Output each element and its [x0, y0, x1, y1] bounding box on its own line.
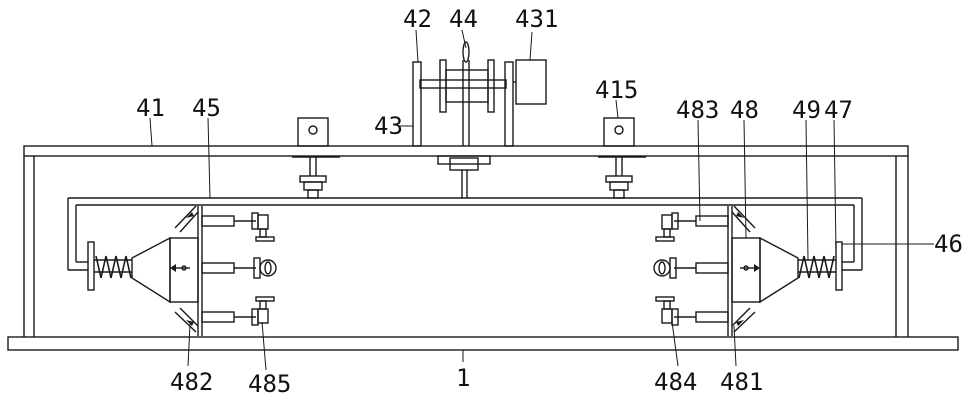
- label-44: 44: [449, 5, 478, 33]
- label-42: 42: [403, 5, 432, 33]
- label-484: 484: [654, 368, 697, 396]
- main-frame: [24, 146, 908, 337]
- reference-labels: 42 44 431 41 45 43 415 483 48 49 47 46 4…: [136, 5, 963, 398]
- inner-frame: [68, 198, 862, 270]
- label-483: 483: [676, 96, 719, 124]
- label-49: 49: [792, 96, 821, 124]
- label-481: 481: [720, 368, 763, 396]
- top-clamp-left: [292, 118, 340, 198]
- label-482: 482: [170, 368, 213, 396]
- label-46: 46: [934, 230, 963, 258]
- label-45: 45: [192, 94, 221, 122]
- cylinders-left: [202, 213, 276, 325]
- label-48: 48: [730, 96, 759, 124]
- label-1: 1: [456, 364, 470, 392]
- label-485: 485: [248, 370, 291, 398]
- label-415: 415: [595, 76, 638, 104]
- spring-assembly-left: [88, 242, 132, 290]
- label-43: 43: [374, 112, 403, 140]
- label-431: 431: [515, 5, 558, 33]
- center-hanger: [438, 156, 490, 198]
- label-47: 47: [824, 96, 853, 124]
- winch-assembly: [413, 42, 546, 146]
- cylinders-right: [654, 213, 728, 325]
- clamp-body-left: [132, 206, 202, 336]
- clamp-body-right: [728, 206, 798, 336]
- label-41: 41: [136, 94, 165, 122]
- top-clamp-right: [598, 118, 646, 198]
- base-plate: [8, 337, 958, 350]
- spring-assembly-right: [798, 242, 842, 290]
